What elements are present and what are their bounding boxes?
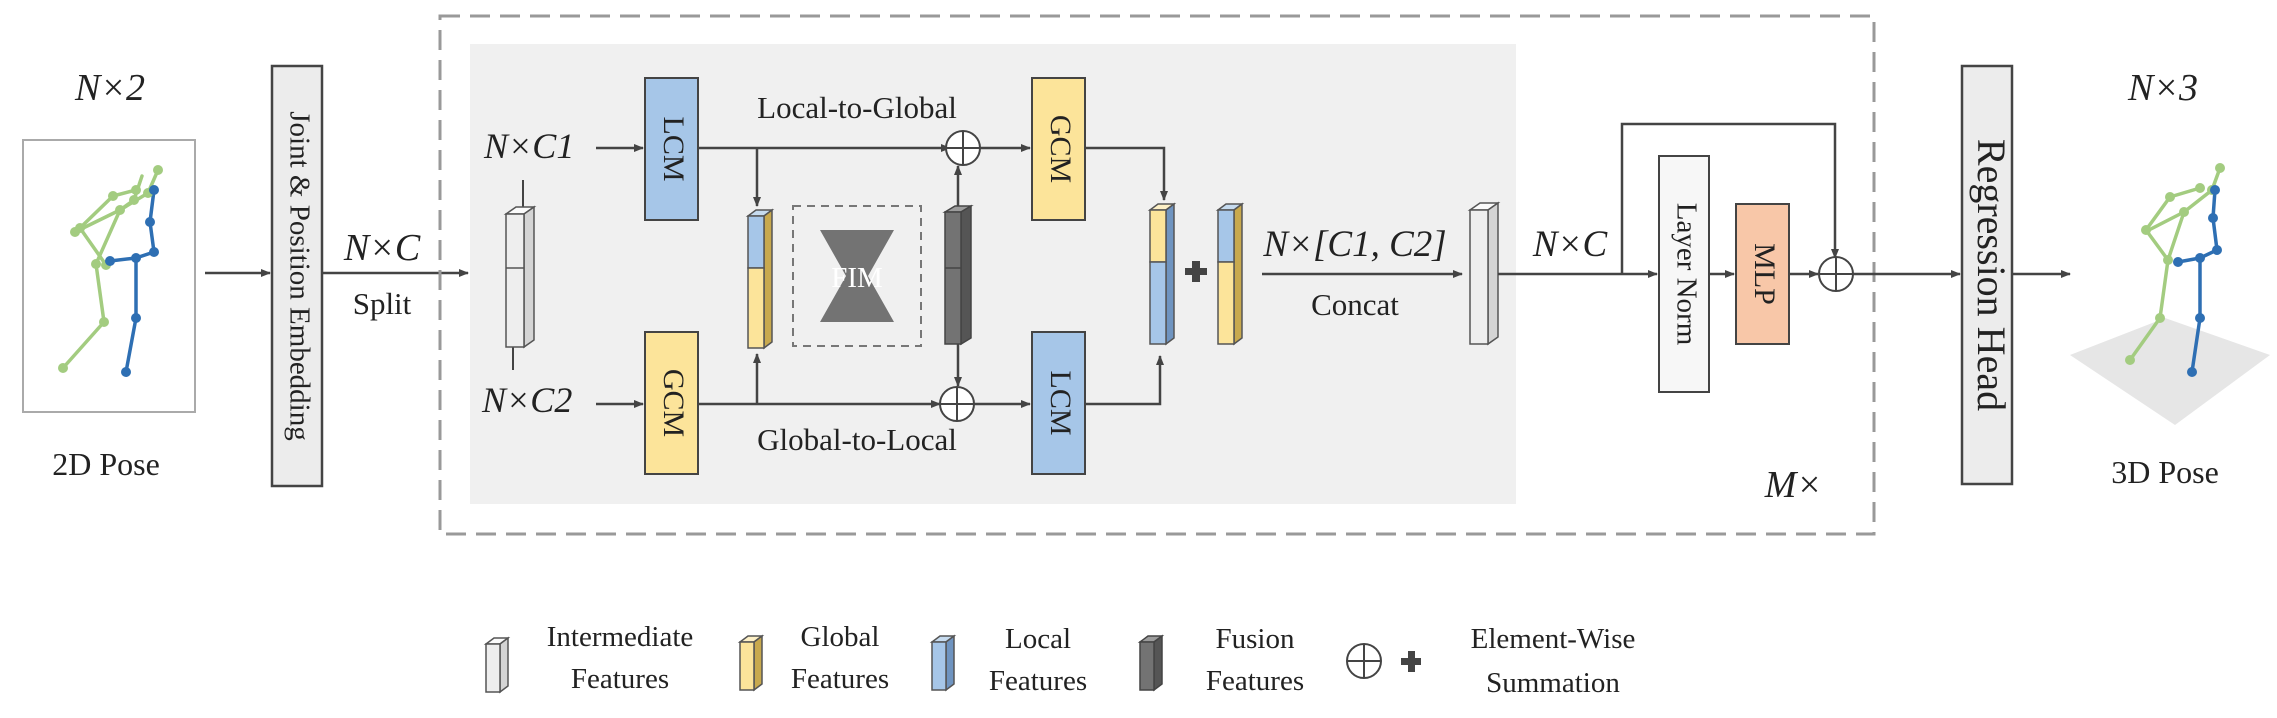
block-dim: N×C xyxy=(1532,224,1609,265)
regression-head-label: Regression Head xyxy=(1969,139,2014,411)
plus-circle-icon xyxy=(945,130,981,166)
mlp-label: MLP xyxy=(1748,243,1781,305)
legend: Intermediate Features Global Features Lo… xyxy=(483,621,1636,699)
output-pose-label: 3D Pose xyxy=(2111,454,2219,490)
mixed-feature-bar-right xyxy=(1147,202,1177,346)
concat-label: Concat xyxy=(1311,287,1399,322)
mlp-box xyxy=(1735,203,1790,345)
embedding-label: Joint & Position Embedding xyxy=(283,111,315,441)
input-pose-frame xyxy=(22,139,196,413)
legend-global-line1: Global xyxy=(801,621,880,653)
mixed-feature-bar-plus xyxy=(1215,202,1245,346)
plus-icon xyxy=(1401,651,1421,672)
concat-dim: N×[C1, C2] xyxy=(1262,224,1446,265)
gcm-box-top xyxy=(1031,77,1086,221)
legend-local-line2: Features xyxy=(989,665,1087,697)
layernorm-label: Layer Norm xyxy=(1670,203,1702,346)
gcm-label-top: GCM xyxy=(1044,115,1077,183)
plus-circle-icon xyxy=(939,386,975,422)
legend-local-line1: Local xyxy=(1005,623,1071,655)
top-branch-dim: N×C1 xyxy=(483,126,574,166)
legend-global: Global Features xyxy=(737,621,889,695)
mixed-feature-bar-left xyxy=(745,208,775,350)
pose-3d-skeleton xyxy=(2125,163,2225,377)
residual-connection xyxy=(1620,122,1839,274)
legend-sum-line2: Summation xyxy=(1486,667,1620,699)
hourglass-icon xyxy=(820,230,894,322)
fim-label: FIM xyxy=(831,262,883,294)
plus-icon xyxy=(1185,261,1207,282)
split-label: Split xyxy=(353,286,412,321)
plus-circle-icon xyxy=(1818,256,1854,292)
arrow-gcm-to-mixed-right xyxy=(1085,146,1168,201)
input-pose-label: 2D Pose xyxy=(52,446,160,482)
lcm-box-top xyxy=(644,77,699,221)
legend-fusion-line2: Features xyxy=(1206,665,1304,697)
legend-intermediate-line1: Intermediate xyxy=(547,621,694,653)
bottom-branch-dim: N×C2 xyxy=(481,380,572,420)
legend-global-line2: Features xyxy=(791,663,889,695)
legend-intermediate: Intermediate Features xyxy=(483,621,694,695)
after-embed-dim: N×C xyxy=(343,227,421,269)
plus-circle-icon xyxy=(1346,643,1382,679)
legend-sum: Element-Wise Summation xyxy=(1346,623,1636,699)
input-dim-label: N×2 xyxy=(74,67,145,109)
legend-fusion: Fusion Features xyxy=(1137,623,1304,697)
gcm-label-bottom: GCM xyxy=(657,369,690,437)
lcm-label-bottom: LCM xyxy=(1044,370,1077,435)
arrow-lcm-to-mixed-right xyxy=(1085,355,1164,406)
feature-bar-icon xyxy=(1137,634,1165,692)
regression-head-box xyxy=(1960,64,2014,486)
legend-intermediate-line2: Features xyxy=(571,663,669,695)
feature-bar-icon xyxy=(929,634,957,692)
pose-2d-skeleton xyxy=(58,165,163,377)
global-to-local-label: Global-to-Local xyxy=(757,422,957,457)
legend-sum-line1: Element-Wise xyxy=(1471,623,1636,655)
legend-local: Local Features xyxy=(929,623,1087,697)
feature-bar-icon xyxy=(483,636,511,694)
lcm-label-top: LCM xyxy=(657,116,690,181)
legend-fusion-line1: Fusion xyxy=(1216,623,1295,655)
repeat-label: M× xyxy=(1764,464,1822,506)
embedding-box xyxy=(270,64,324,488)
ground-plane xyxy=(2070,318,2270,425)
concat-feature-bar xyxy=(1467,201,1501,346)
split-feature-bar xyxy=(503,180,537,370)
feature-bar-icon xyxy=(737,634,765,692)
fusion-feature-bar xyxy=(942,204,974,346)
output-dim-label: N×3 xyxy=(2127,67,2198,109)
fim-frame xyxy=(792,205,922,347)
local-to-global-label: Local-to-Global xyxy=(757,90,957,125)
